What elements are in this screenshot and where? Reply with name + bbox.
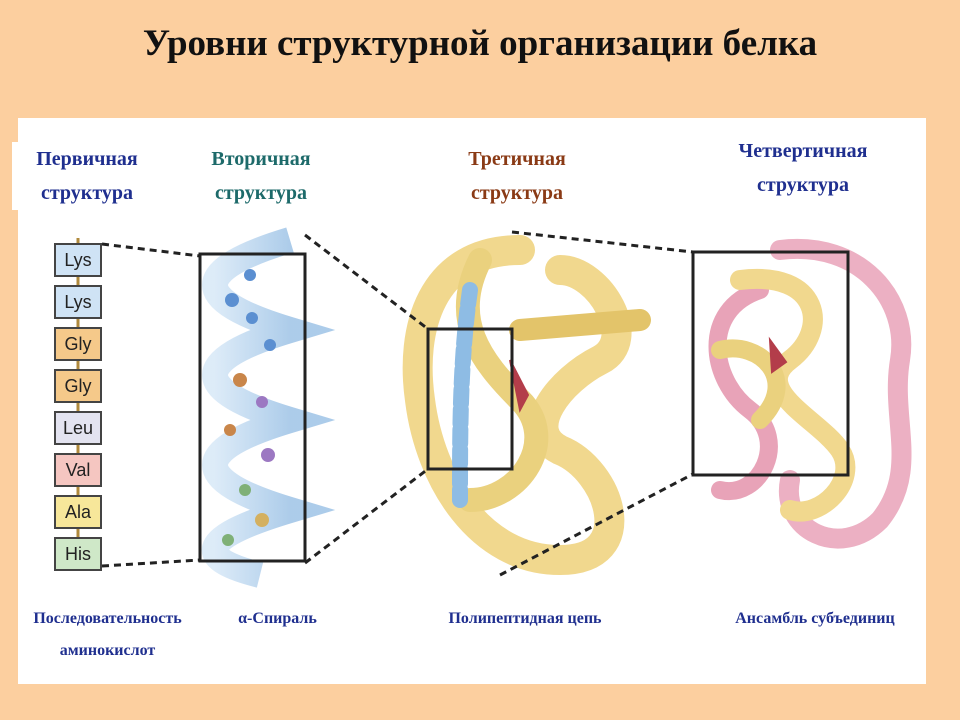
tertiary-structure-label: Третичная структура	[442, 142, 592, 210]
quaternary-caption: Ансамбль субъединиц	[735, 610, 895, 627]
connector-lines	[101, 230, 694, 577]
helix-zoom-box	[198, 252, 307, 563]
amino-acid-val-6: Val	[54, 453, 102, 487]
tertiary-label-line1: Третичная	[468, 148, 566, 170]
quaternary-structure-label: Четвертичная структура	[718, 134, 888, 202]
primary-caption-line1: Последовательность	[33, 610, 182, 627]
amino-acid-gly-4: Gly	[54, 369, 102, 403]
quaternary-zoom-box	[691, 250, 850, 477]
amino-acid-lys-2: Lys	[54, 285, 102, 319]
tertiary-zoom-box	[426, 327, 514, 471]
quaternary-label-line2: структура	[756, 174, 849, 196]
secondary-label-line1: Вторичная	[211, 148, 311, 170]
tertiary-caption: Полипептидная цепь	[448, 610, 602, 627]
primary-caption: Последовательность аминокислот	[0, 610, 215, 660]
quaternary-structure-illustration	[708, 238, 912, 549]
primary-label-line2: структура	[40, 182, 133, 204]
quaternary-label-line1: Четвертичная	[738, 140, 868, 162]
amino-acid-ala-7: Ala	[54, 495, 102, 529]
amino-acid-leu-5: Leu	[54, 411, 102, 445]
tertiary-structure-illustration	[402, 235, 651, 576]
primary-caption-line2: аминокислот	[59, 642, 156, 659]
amino-acid-gly-3: Gly	[54, 327, 102, 361]
tertiary-label-line2: структура	[470, 182, 563, 204]
alpha-helix-illustration	[202, 227, 336, 588]
amino-acid-his-8: His	[54, 537, 102, 571]
secondary-caption: α-Спираль	[238, 610, 317, 627]
secondary-structure-label: Вторичная структура	[186, 142, 336, 210]
primary-label-line1: Первичная	[36, 148, 138, 170]
amino-acid-lys-1: Lys	[54, 243, 102, 277]
secondary-label-line2: структура	[214, 182, 307, 204]
page-title: Уровни структурной организации белка	[142, 23, 818, 64]
primary-structure-label: Первичная структура	[12, 142, 162, 210]
